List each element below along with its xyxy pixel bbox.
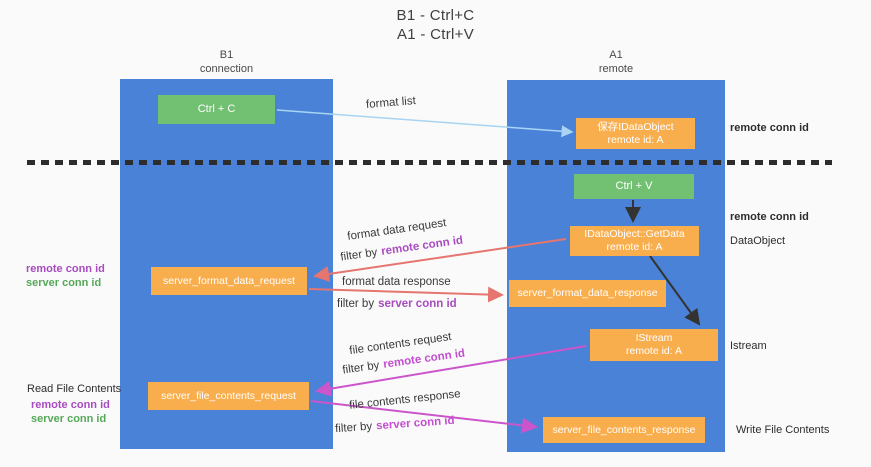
- lane-b1-role: connection: [199, 63, 254, 75]
- title-line-1: B1 - Ctrl+C: [396, 7, 475, 24]
- node-save-idataobject-line2: remote id: A: [607, 133, 664, 146]
- server-conn-id-text: server conn id: [375, 414, 455, 433]
- node-ctrl-c-label: Ctrl + C: [197, 103, 236, 115]
- annotation-remote-conn-id-top-right: remote conn id: [730, 122, 809, 134]
- lane-header-b1: B1 connection: [120, 48, 333, 76]
- remote-conn-id-label: remote conn id: [26, 263, 105, 275]
- node-idataobject-getdata: IDataObject::GetData remote id: A: [570, 226, 699, 256]
- lane-a1-name: A1: [609, 49, 623, 61]
- annotation-dataobject: DataObject: [730, 235, 786, 247]
- filter-by-text: filter by: [341, 359, 381, 377]
- title-line-2: A1 - Ctrl+V: [396, 26, 475, 43]
- node-server-format-data-request: server_format_data_request: [151, 267, 307, 295]
- label-format-data-response: format data response: [342, 276, 451, 288]
- remote-conn-id-label: remote conn id: [31, 399, 110, 411]
- server-conn-id-label: server conn id: [26, 277, 102, 289]
- filter-by-text: filter by: [339, 246, 379, 264]
- filter-by-text: filter by: [334, 420, 373, 436]
- node-getdata-line2: remote id: A: [606, 241, 663, 253]
- annotation-conn-ids-left-file: remote conn id server conn id: [31, 398, 110, 426]
- node-server-format-data-response: server_format_data_response: [509, 280, 666, 307]
- remote-conn-id-text: remote conn id: [380, 234, 464, 258]
- phase-divider-dashed-line: [27, 160, 832, 165]
- annotation-istream: Istream: [730, 340, 767, 352]
- annotation-read-file-contents: Read File Contents: [27, 383, 122, 395]
- node-getdata-line1: IDataObject::GetData: [584, 228, 685, 240]
- node-server-file-contents-response: server_file_contents_response: [543, 417, 705, 443]
- node-ctrl-c: Ctrl + C: [158, 95, 275, 124]
- node-file-response-label: server_file_contents_response: [552, 423, 696, 436]
- node-istream-line1: IStream: [635, 332, 673, 344]
- node-format-response-label: server_format_data_response: [517, 287, 658, 299]
- label-format-list: format list: [365, 95, 417, 111]
- node-save-idataobject: 保存IDataObject remote id: A: [576, 118, 695, 149]
- server-conn-id-text: server conn id: [378, 298, 457, 310]
- node-save-idataobject-line1: 保存IDataObject: [597, 120, 674, 133]
- node-istream-line2: remote id: A: [625, 345, 683, 357]
- node-format-request-label: server_format_data_request: [163, 274, 295, 287]
- label-file-contents-response: file contents response: [348, 388, 462, 412]
- annotation-conn-ids-left-format: remote conn id server conn id: [26, 262, 105, 290]
- lane-header-a1: A1 remote: [507, 48, 725, 76]
- node-file-request-label: server_file_contents_request: [161, 389, 296, 402]
- annotation-remote-conn-id-right: remote conn id: [730, 211, 809, 223]
- node-ctrl-v-label: Ctrl + V: [615, 180, 653, 192]
- node-ctrl-v: Ctrl + V: [574, 174, 694, 199]
- annotation-write-file-contents: Write File Contents: [736, 424, 830, 436]
- format-data-response-arrow: [308, 286, 504, 303]
- diagram-title: B1 - Ctrl+C A1 - Ctrl+V: [0, 6, 871, 44]
- filter-by-text: filter by: [337, 298, 375, 310]
- node-istream: IStream remote id: A: [590, 329, 718, 361]
- node-server-file-contents-request: server_file_contents_request: [148, 382, 309, 410]
- remote-conn-id-text: remote conn id: [382, 347, 466, 371]
- lane-a1-role: remote: [598, 63, 634, 75]
- server-conn-id-label: server conn id: [31, 413, 107, 425]
- lane-b1-name: B1: [219, 49, 234, 61]
